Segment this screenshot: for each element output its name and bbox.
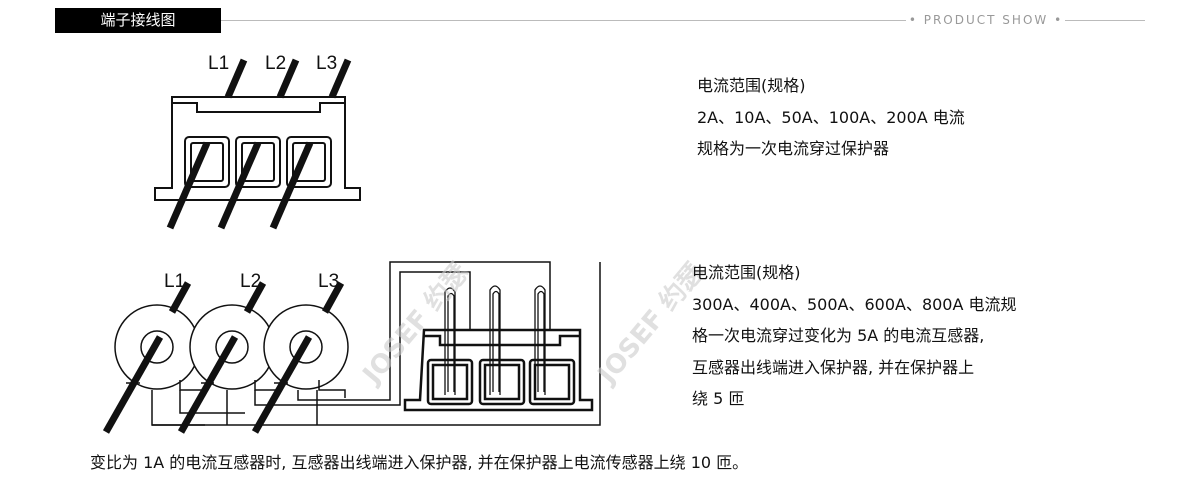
spec-top-line: 2A、10A、50A、100A、200A 电流	[697, 107, 965, 127]
footer-note: 变比为 1A 的电流互感器时, 互感器出线端进入保护器, 并在保护器上电流传感器…	[90, 453, 749, 472]
header-divider	[221, 20, 906, 21]
top-label-l3: L3	[316, 53, 337, 74]
bottom-label-l3: L3	[318, 271, 339, 292]
bottom-label-l1: L1	[164, 271, 185, 292]
spec-bottom: 电流范围(规格) 300A、400A、500A、600A、800A 电流规 格一…	[692, 257, 1017, 415]
spec-bottom-line: 300A、400A、500A、600A、800A 电流规	[692, 294, 1017, 314]
spec-top-line: 规格为一次电流穿过保护器	[697, 139, 890, 158]
top-protector-diagram	[154, 58, 361, 230]
section-title: 端子接线图	[55, 8, 221, 33]
spec-top-line: 电流范围(规格)	[697, 76, 806, 95]
product-show-tagline: • PRODUCT SHOW •	[908, 13, 1064, 27]
bottom-ct-diagram	[102, 261, 601, 434]
spec-bottom-line: 互感器出线端进入保护器, 并在保护器上	[692, 357, 975, 377]
spec-bottom-line: 格一次电流穿过变化为 5A 的电流互感器,	[692, 326, 985, 345]
spec-top: 电流范围(规格) 2A、10A、50A、100A、200A 电流 规格为一次电流…	[697, 70, 965, 165]
top-label-l1: L1	[208, 53, 229, 74]
spec-bottom-line: 电流范围(规格)	[692, 263, 801, 282]
bottom-label-l2: L2	[240, 271, 261, 292]
spec-bottom-line: 绕 5 匝	[692, 389, 745, 408]
header-divider-right	[1065, 20, 1145, 21]
top-label-l2: L2	[265, 53, 286, 74]
